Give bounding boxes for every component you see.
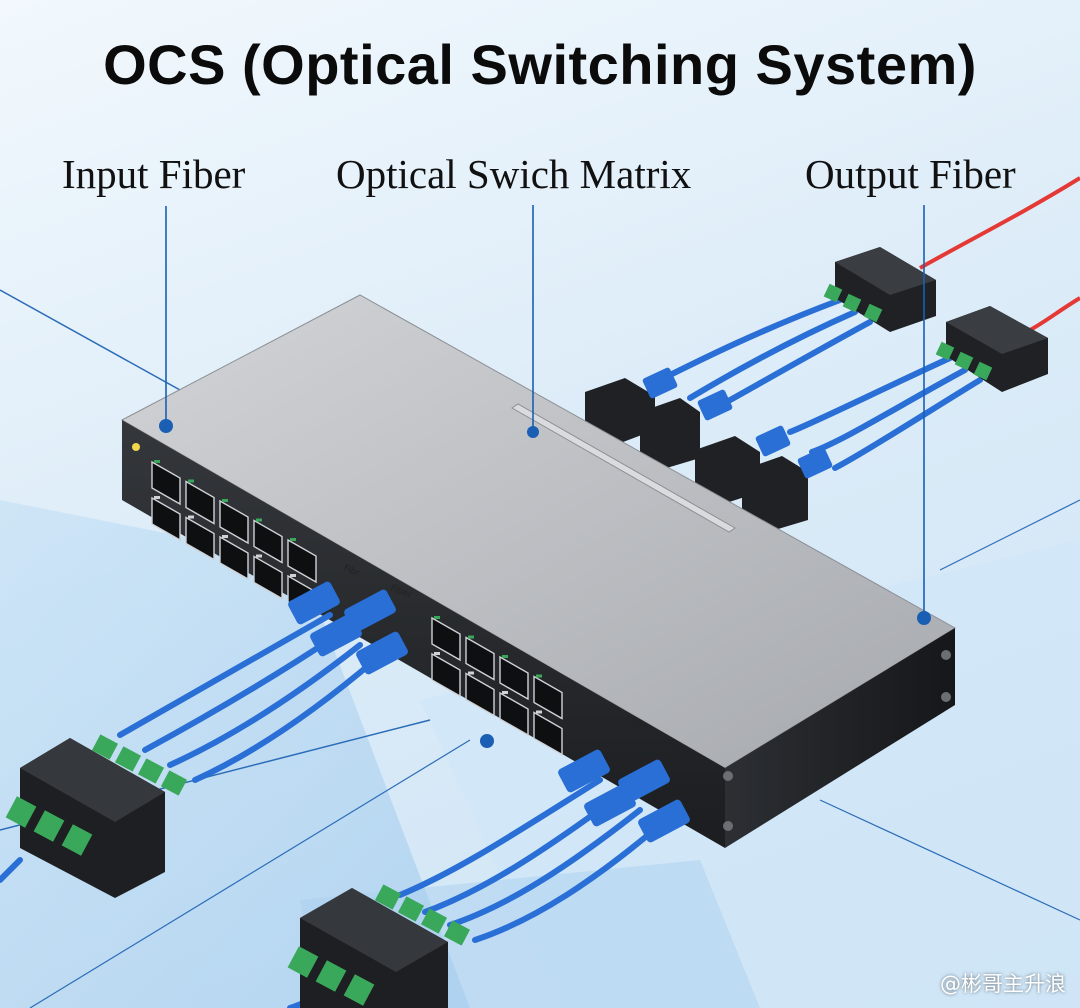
rj45-port: [533, 711, 563, 756]
leader-lines: [159, 205, 931, 748]
port-led: [536, 674, 542, 678]
port-led: [154, 496, 160, 499]
rj45-port: [533, 675, 563, 720]
port-led: [256, 554, 262, 558]
terminal-block-icon: [823, 247, 936, 332]
rj45-port: [431, 616, 461, 662]
terminal-block-icon: [5, 734, 188, 898]
red-fibers: [919, 176, 1080, 332]
rj45-port: [219, 499, 249, 545]
output-fiber-marker: [917, 611, 931, 625]
port-led: [502, 655, 508, 658]
port-led: [434, 652, 440, 655]
port-led: [154, 460, 160, 463]
rj45-port: [185, 480, 215, 525]
port-led: [290, 574, 296, 577]
blue-fibers-rear: [657, 297, 983, 471]
rj45-port: [151, 460, 181, 506]
rj45-port: [499, 691, 529, 737]
optical-switch-matrix-label: Optical Swich Matrix: [336, 151, 692, 197]
terminal-block-icon: [287, 884, 471, 1008]
rj45-port: [287, 538, 317, 584]
rj45-port-icon: [151, 460, 317, 620]
plane-marker: [480, 734, 494, 748]
status-led-icon: [132, 443, 140, 451]
rj45-port: [253, 555, 283, 600]
port-led: [468, 671, 474, 675]
rj45-port: [499, 655, 529, 701]
input-fiber-label: Input Fiber: [62, 151, 246, 197]
port-led: [434, 616, 440, 619]
port-led: [468, 635, 474, 639]
port-led: [536, 710, 542, 714]
rj45-port: [253, 519, 283, 564]
matrix-marker: [527, 426, 539, 438]
port-led: [502, 691, 508, 694]
input-fiber-marker: [159, 419, 173, 433]
port-led: [290, 538, 296, 541]
watermark: @彬哥主升浪: [940, 972, 1066, 996]
page-title: OCS (Optical Switching System): [103, 33, 977, 96]
port-led: [188, 479, 194, 483]
port-led: [256, 518, 262, 522]
port-led: [222, 499, 228, 502]
switch-chassis: [120, 294, 956, 848]
fiber-connector-icon: [585, 367, 833, 532]
rj45-port: [151, 496, 181, 542]
rj45-port: [465, 636, 495, 681]
fiber-connector-icon: [558, 749, 690, 843]
rj45-port-bank-left: [132, 443, 140, 451]
fiber-connector-icon: [288, 581, 408, 675]
rj45-port-icon: [431, 616, 563, 756]
port-led: [222, 535, 228, 538]
rj45-port: [431, 652, 461, 698]
terminal-block-icon: [935, 306, 1048, 392]
port-led: [188, 515, 194, 519]
rj45-port: [219, 535, 249, 581]
rj45-port: [185, 516, 215, 561]
rj45-port: [465, 672, 495, 717]
output-fiber-label: Output Fiber: [805, 151, 1016, 197]
